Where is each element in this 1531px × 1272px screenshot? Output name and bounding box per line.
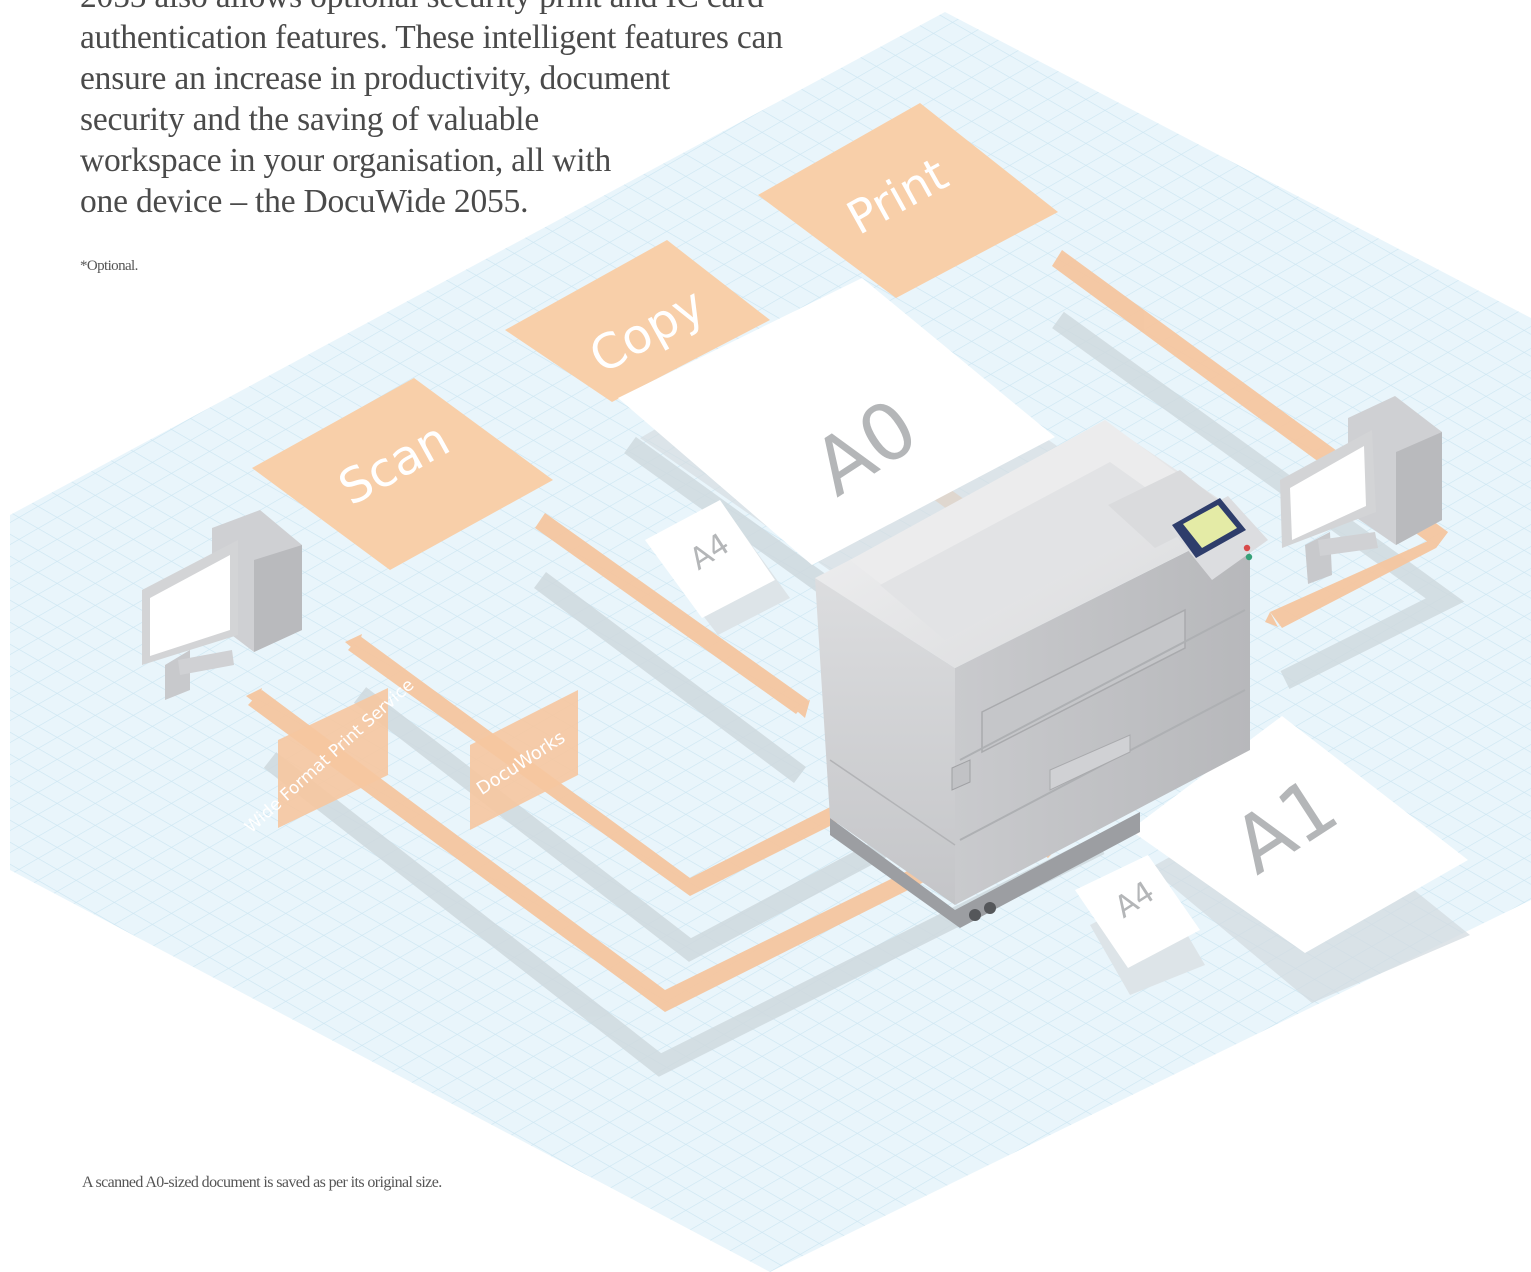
footnote: *Optional. (80, 258, 138, 275)
intro-line-4: security and the saving of valuable (80, 99, 840, 140)
intro-line-6: one device – the DocuWide 2055. (80, 181, 840, 222)
intro-paragraph: 2055 also allows optional security print… (80, 0, 840, 222)
intro-line-1: 2055 also allows optional security print… (80, 0, 840, 17)
intro-line-2: authentication features. These intellige… (80, 17, 840, 58)
diagram-caption: A scanned A0-sized document is saved as … (82, 1174, 442, 1192)
intro-line-3: ensure an increase in productivity, docu… (80, 58, 840, 99)
intro-line-5: workspace in your organisation, all with (80, 140, 840, 181)
